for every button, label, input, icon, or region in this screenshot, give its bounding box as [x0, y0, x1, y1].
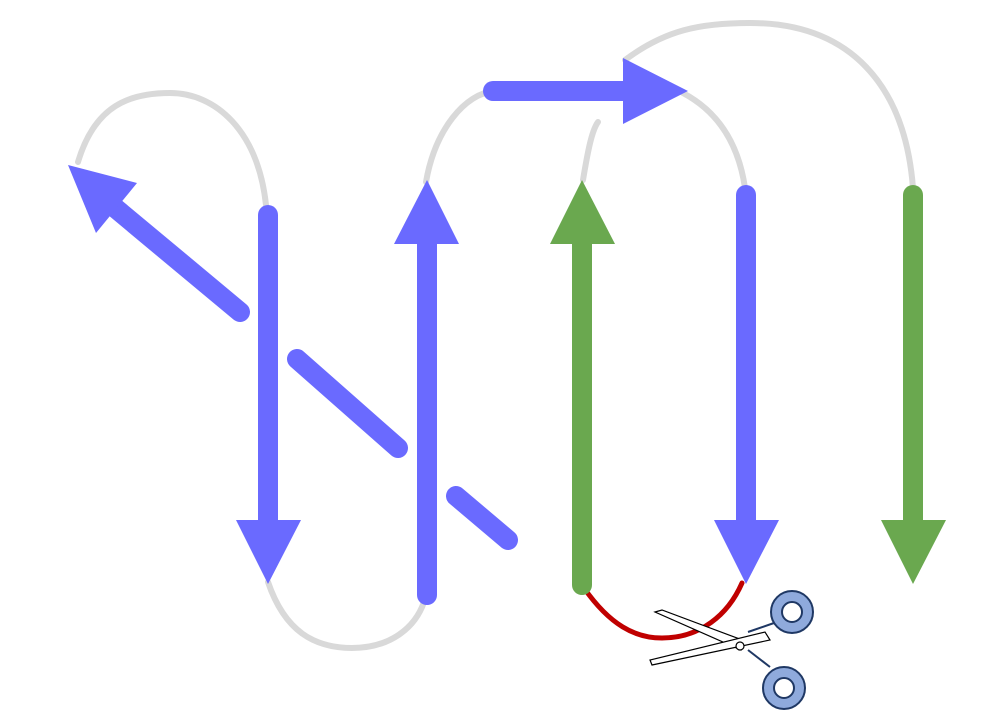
scissors-shank-lower: [747, 649, 771, 668]
middle-up-arrowhead: [394, 180, 459, 244]
connector-arc-top-middle: [423, 88, 498, 185]
connectors: [75, 19, 916, 652]
diagonal-dash-1: [98, 192, 250, 322]
diagonal-dash-2: [287, 349, 408, 458]
scissors-pivot: [735, 641, 745, 651]
connector-arc-top-inner: [580, 119, 601, 183]
scissors-handle-upper-hole: [781, 601, 803, 623]
scissors-handle-lower-hole: [773, 677, 795, 699]
cut-arc: [581, 580, 745, 641]
diagonal-dash-3: [446, 486, 518, 550]
scissors-blade-lower: [649, 631, 771, 666]
left-down-arrowhead: [236, 520, 301, 584]
scissors-icon: [649, 590, 814, 710]
diagonal-arrowhead: [68, 165, 137, 233]
green-down-arrowhead: [881, 520, 946, 584]
connector-arc-bottom-left: [265, 579, 427, 652]
right-down-arrowhead: [714, 520, 779, 584]
connector-arc-top-inner-right: [680, 90, 748, 191]
diagonal-strand: [98, 192, 518, 550]
connector-arc-top-outer: [622, 19, 916, 191]
connector-arc-top-left: [75, 89, 269, 208]
scissors-shank-upper: [747, 622, 775, 633]
top-right-arrowhead: [623, 58, 688, 124]
green-up-arrowhead: [550, 180, 615, 244]
